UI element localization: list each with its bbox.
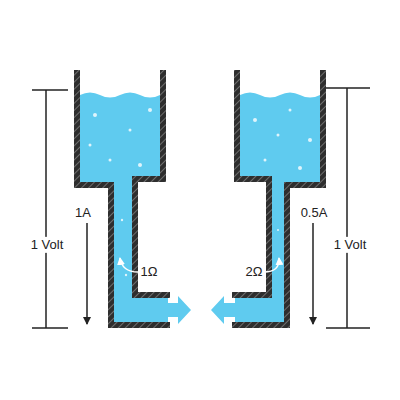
current-arrow	[312, 223, 314, 324]
current-label: 1A	[73, 205, 93, 221]
dimension-line	[32, 88, 370, 328]
flow-arrow	[211, 296, 236, 324]
flow-arrow	[166, 296, 191, 324]
leader-arrow	[120, 258, 138, 272]
water	[80, 93, 168, 323]
tank-wall	[77, 70, 323, 325]
resistance-label: 1Ω	[139, 264, 160, 280]
voltage-label: 1 Volt	[332, 237, 369, 253]
voltage-label: 1 Volt	[29, 237, 66, 253]
current-arrow	[86, 223, 88, 324]
leader-arrow	[264, 258, 279, 272]
resistance-label: 2Ω	[244, 264, 265, 280]
current-label: 0.5A	[299, 205, 330, 221]
bubbles	[89, 108, 313, 276]
